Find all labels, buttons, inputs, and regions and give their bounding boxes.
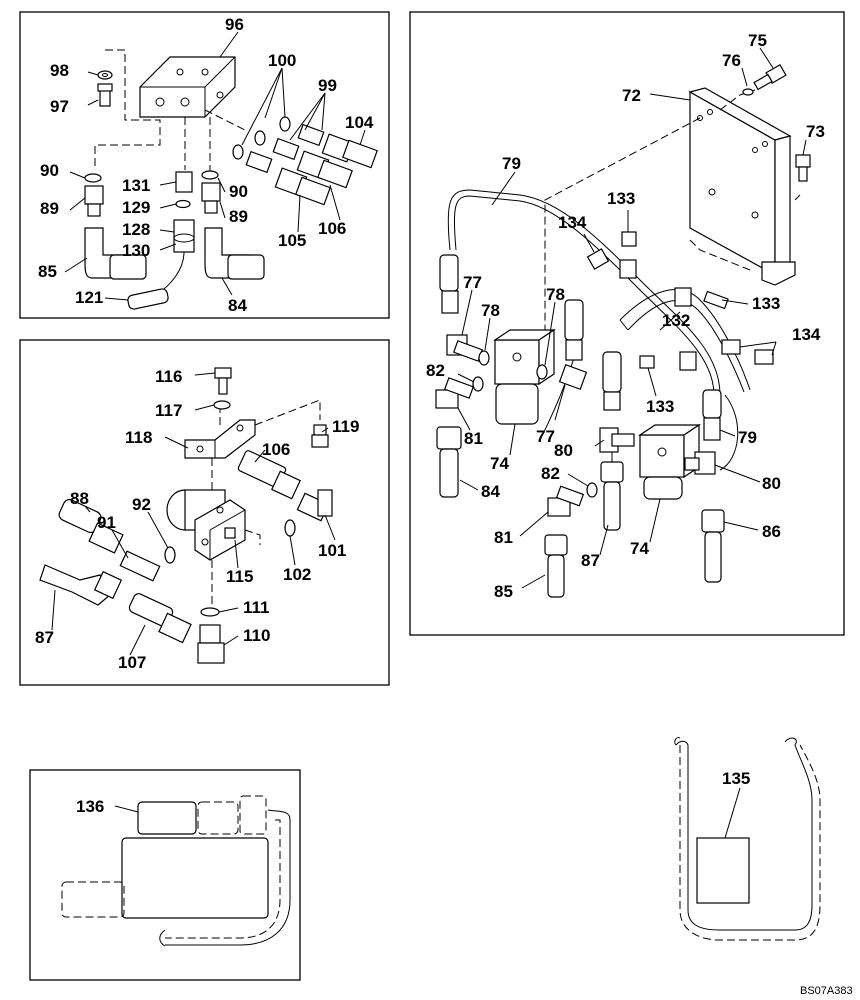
callout-133-right: 133 bbox=[752, 294, 780, 313]
callout-72: 72 bbox=[622, 86, 641, 105]
hose-79-route bbox=[447, 189, 721, 396]
callout-77-mid: 77 bbox=[536, 427, 555, 446]
callout-96: 96 bbox=[225, 15, 244, 34]
callout-99: 99 bbox=[318, 76, 337, 95]
callout-106-mid: 106 bbox=[262, 440, 290, 459]
callout-130: 130 bbox=[122, 241, 150, 260]
callout-104: 104 bbox=[345, 113, 374, 132]
callout-77-left: 77 bbox=[463, 273, 482, 292]
callout-89-right: 89 bbox=[229, 207, 248, 226]
callout-134-top: 134 bbox=[558, 213, 587, 232]
callout-90-right: 90 bbox=[229, 182, 248, 201]
callout-82-mid: 82 bbox=[541, 464, 560, 483]
callout-78-left: 78 bbox=[481, 301, 500, 320]
callout-131: 131 bbox=[122, 176, 150, 195]
callout-86: 86 bbox=[762, 522, 781, 541]
callout-102: 102 bbox=[283, 565, 311, 584]
callout-84-right: 84 bbox=[481, 482, 500, 501]
callout-128: 128 bbox=[122, 220, 150, 239]
callout-134-right: 134 bbox=[792, 325, 821, 344]
callout-81-left: 81 bbox=[464, 429, 483, 448]
panel-filter-assembly: 75 76 72 73 79 133 134 77 78 78 133 132 … bbox=[409, 11, 845, 636]
callout-80-right: 80 bbox=[762, 474, 781, 493]
panel-location-135: 135 bbox=[674, 737, 821, 941]
solenoid-valve bbox=[166, 489, 246, 561]
callout-90-left: 90 bbox=[40, 161, 59, 180]
callout-88: 88 bbox=[70, 489, 89, 508]
callout-105: 105 bbox=[278, 231, 306, 250]
callout-101: 101 bbox=[318, 541, 346, 560]
callout-135: 135 bbox=[722, 769, 750, 788]
callout-81-mid: 81 bbox=[494, 528, 513, 547]
callout-97: 97 bbox=[50, 97, 69, 116]
callout-119: 119 bbox=[332, 417, 359, 436]
callout-84: 84 bbox=[228, 296, 247, 315]
callout-85: 85 bbox=[38, 262, 57, 281]
callout-133-bottom: 133 bbox=[646, 397, 674, 416]
panel-valve-block: 96 98 97 100 99 104 90 89 131 129 90 89 … bbox=[19, 11, 390, 319]
panel-location-136: 136 bbox=[29, 769, 301, 981]
callout-106: 106 bbox=[318, 219, 346, 238]
callout-132: 132 bbox=[662, 311, 690, 330]
callout-79-right: 79 bbox=[738, 428, 757, 447]
callout-100: 100 bbox=[268, 51, 296, 70]
filter-right bbox=[638, 423, 701, 500]
component-136 bbox=[137, 801, 197, 835]
callout-78-mid: 78 bbox=[546, 285, 565, 304]
callout-136: 136 bbox=[76, 797, 104, 816]
callout-75: 75 bbox=[748, 31, 767, 50]
callout-89-left: 89 bbox=[40, 199, 59, 218]
bracket bbox=[184, 419, 256, 459]
callout-129: 129 bbox=[122, 198, 150, 217]
callout-92: 92 bbox=[132, 495, 151, 514]
component-135 bbox=[696, 837, 750, 904]
callout-91: 91 bbox=[97, 513, 116, 532]
callout-87-mid: 87 bbox=[35, 628, 54, 647]
callout-118: 118 bbox=[125, 428, 152, 447]
callout-111: 111 bbox=[243, 598, 270, 617]
callout-76: 76 bbox=[722, 51, 741, 70]
callout-121: 121 bbox=[75, 288, 103, 307]
callout-117: 117 bbox=[155, 401, 182, 420]
callout-107: 107 bbox=[118, 653, 146, 672]
panel-solenoid-block: 116 117 119 118 106 88 92 91 115 102 101… bbox=[19, 339, 390, 686]
callout-87-right: 87 bbox=[581, 551, 600, 570]
callout-82-left: 82 bbox=[426, 361, 445, 380]
callout-74-left: 74 bbox=[490, 454, 509, 473]
callout-133-top: 133 bbox=[607, 189, 635, 208]
callout-74-right: 74 bbox=[630, 539, 649, 558]
callout-116: 116 bbox=[155, 367, 182, 386]
callout-85-right: 85 bbox=[494, 582, 513, 601]
callout-80-left: 80 bbox=[554, 441, 573, 460]
callout-79-top: 79 bbox=[502, 154, 521, 173]
hose-fitting-group bbox=[245, 123, 378, 206]
drawing-code: BS07A383 bbox=[800, 985, 853, 997]
callout-73: 73 bbox=[806, 122, 825, 141]
callout-115: 115 bbox=[226, 567, 253, 586]
callout-98: 98 bbox=[50, 61, 69, 80]
mounting-plate bbox=[689, 90, 776, 277]
callout-110: 110 bbox=[243, 626, 270, 645]
